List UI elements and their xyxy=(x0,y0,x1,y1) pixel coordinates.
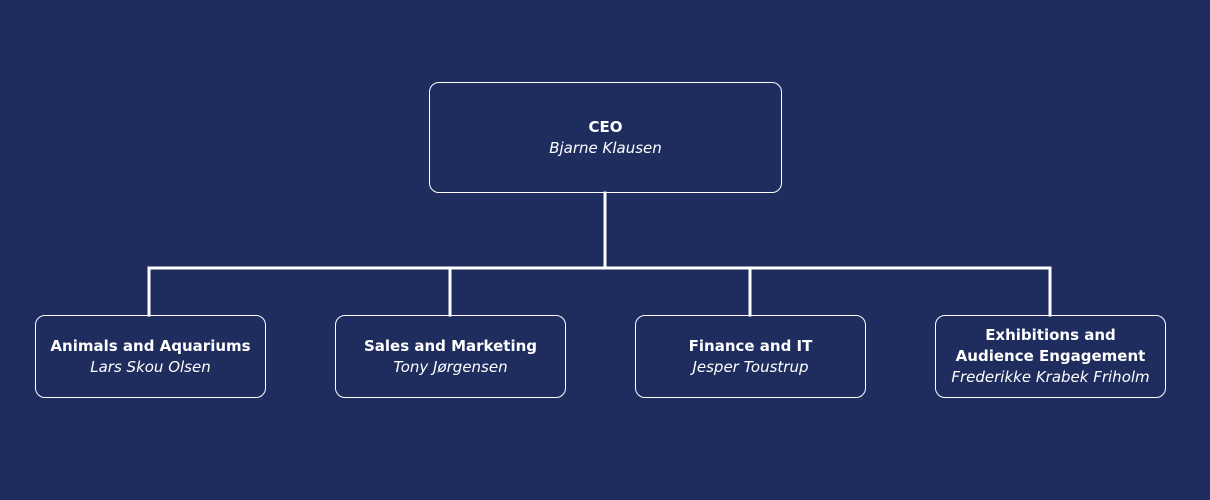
department-title: Sales and Marketing xyxy=(363,336,538,355)
department-head-name: Frederikke Krabek Friholm xyxy=(951,368,1150,386)
department-title: Animals and Aquariums xyxy=(50,336,251,355)
ceo-name: Bjarne Klausen xyxy=(549,138,662,157)
department-head-name: Lars Skou Olsen xyxy=(90,357,211,376)
department-title: Finance and IT xyxy=(688,336,813,355)
department-title: Exhibitions and Audience Engagement xyxy=(955,326,1146,365)
department-head-name: Jesper Toustrup xyxy=(692,357,809,376)
department-node-animals-aquariums: Animals and Aquariums Lars Skou Olsen xyxy=(35,315,266,398)
ceo-title: CEO xyxy=(588,117,623,136)
department-node-sales-marketing: Sales and Marketing Tony Jørgensen xyxy=(335,315,566,398)
department-node-finance-it: Finance and IT Jesper Toustrup xyxy=(635,315,866,398)
ceo-node: CEO Bjarne Klausen xyxy=(429,82,782,193)
department-head-name: Tony Jørgensen xyxy=(393,357,508,376)
department-node-exhibitions-audience: Exhibitions and Audience Engagement Fred… xyxy=(935,315,1166,398)
